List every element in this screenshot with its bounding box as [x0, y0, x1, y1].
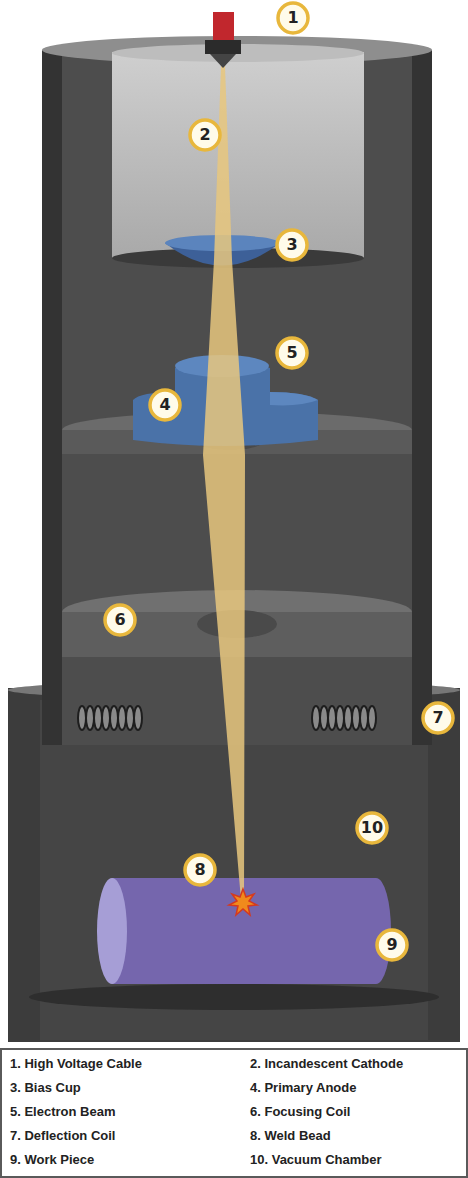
cathode-holder — [205, 40, 241, 54]
housing-wall — [42, 50, 62, 745]
callout-number: 6 — [105, 605, 135, 635]
legend-entry: 10. Vacuum Chamber — [250, 1152, 382, 1168]
callout-number: 4 — [150, 390, 180, 420]
deflection-coil — [78, 706, 142, 730]
callout-circle — [105, 3, 453, 960]
legend-entry: 1. High Voltage Cable — [10, 1056, 142, 1072]
gun-chamber — [112, 52, 364, 258]
legend-entry: 3. Bias Cup — [10, 1080, 81, 1096]
callout-number: 3 — [277, 230, 307, 260]
callout-number: 5 — [277, 338, 307, 368]
incandescent-cathode — [210, 54, 236, 68]
work-piece-end — [97, 878, 127, 984]
anode-top — [270, 392, 318, 405]
housing-wall — [412, 50, 432, 745]
callout-number: 7 — [423, 703, 453, 733]
electron-beam — [203, 66, 245, 900]
high-voltage-cable — [213, 12, 234, 42]
deflection-coil — [312, 706, 376, 730]
legend-entry: 5. Electron Beam — [10, 1104, 116, 1120]
work-piece — [112, 878, 391, 984]
housing-top — [42, 36, 432, 64]
legend-entry: 8. Weld Bead — [250, 1128, 331, 1144]
weld-bead — [229, 889, 257, 915]
legend-entry: 9. Work Piece — [10, 1152, 94, 1168]
legend-entry: 6. Focusing Coil — [250, 1104, 350, 1120]
legend-frame — [1, 1049, 467, 1177]
callout-number: 9 — [377, 930, 407, 960]
callout-number: 2 — [190, 120, 220, 150]
legend-entry: 7. Deflection Coil — [10, 1128, 115, 1144]
legend-entry: 2. Incandescent Cathode — [250, 1056, 403, 1072]
callout-number: 10 — [357, 813, 387, 843]
callout-number: 8 — [185, 855, 215, 885]
callout-number: 1 — [278, 3, 308, 33]
legend-entry: 4. Primary Anode — [250, 1080, 356, 1096]
chamber-floor — [29, 984, 439, 1010]
